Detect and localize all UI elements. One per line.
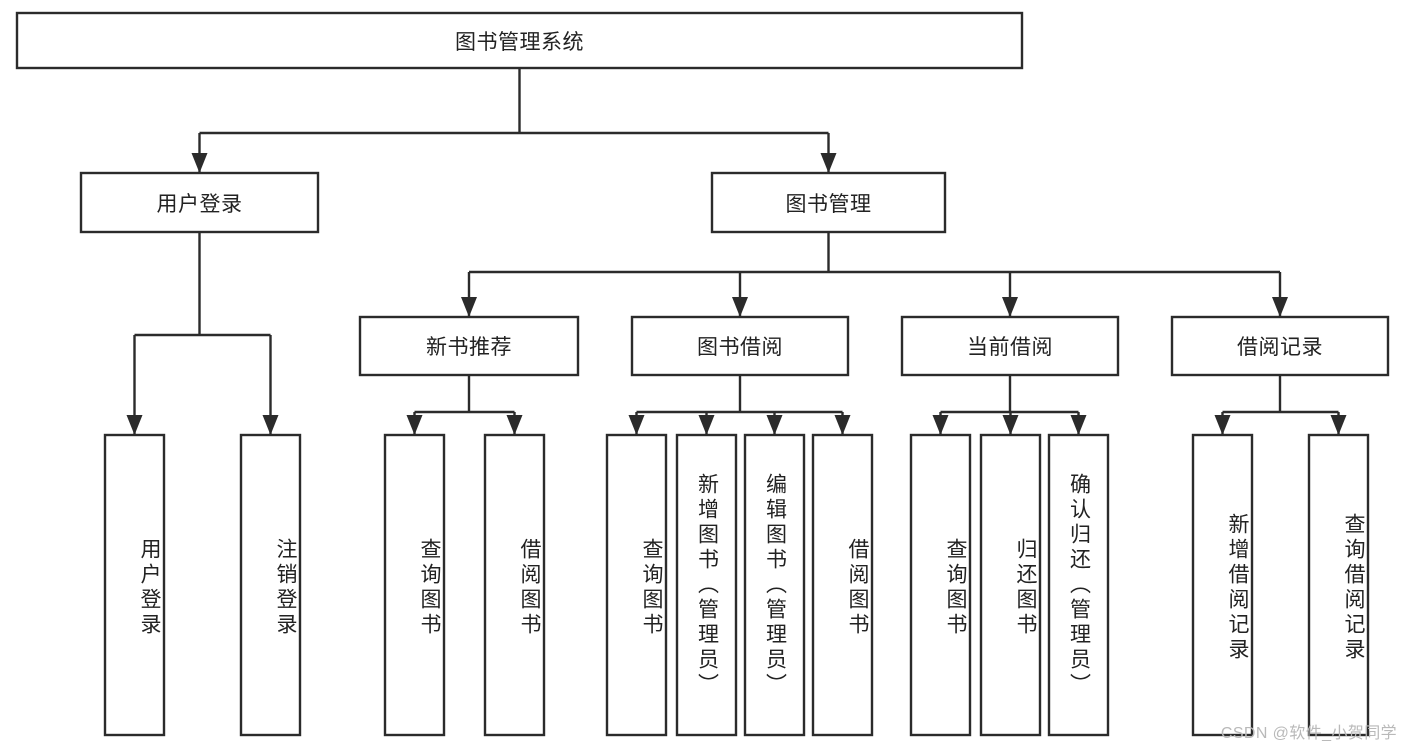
arrow-leaf-add-book bbox=[698, 415, 715, 435]
node-box-leaf-borrow-book[interactable] bbox=[811, 433, 874, 737]
arrow-leaf-query-book-borrow bbox=[628, 415, 645, 435]
arrow-leaf-add-record bbox=[1214, 415, 1231, 435]
arrow-leaf-edit-book bbox=[766, 415, 783, 435]
node-box-leaf-query-book-rec[interactable] bbox=[383, 433, 446, 737]
arrow-book-borrow bbox=[732, 297, 748, 317]
arrow-leaf-borrow-book bbox=[834, 415, 851, 435]
node-box-borrow-record[interactable] bbox=[1170, 315, 1390, 377]
node-box-leaf-return-book[interactable] bbox=[979, 433, 1042, 737]
node-box-leaf-add-record[interactable] bbox=[1191, 433, 1254, 737]
node-box-layer bbox=[15, 11, 1390, 737]
node-box-leaf-add-book[interactable] bbox=[675, 433, 738, 737]
arrow-leaf-return-book bbox=[1002, 415, 1019, 435]
node-box-book-borrow[interactable] bbox=[630, 315, 850, 377]
arrow-leaf-borrow-book-rec bbox=[506, 415, 523, 435]
arrow-book-management bbox=[820, 153, 837, 173]
node-box-leaf-logout[interactable] bbox=[239, 433, 302, 737]
arrow-leaf-confirm-return bbox=[1070, 415, 1087, 435]
arrow-borrow-record bbox=[1272, 297, 1288, 317]
node-box-user-login[interactable] bbox=[79, 171, 320, 234]
node-box-leaf-query-book-current[interactable] bbox=[909, 433, 972, 737]
arrow-leaf-user-login bbox=[126, 415, 143, 435]
watermark-text: CSDN @软件_小贺同学 bbox=[1220, 725, 1397, 742]
node-box-current-borrow[interactable] bbox=[900, 315, 1120, 377]
arrow-user-login bbox=[191, 153, 208, 173]
node-box-new-book-recommend[interactable] bbox=[358, 315, 580, 377]
arrow-current-borrow bbox=[1002, 297, 1018, 317]
connector-layer bbox=[126, 68, 1347, 435]
node-box-leaf-edit-book[interactable] bbox=[743, 433, 806, 737]
arrow-new-book-recommend bbox=[461, 297, 477, 317]
arrow-leaf-logout bbox=[262, 415, 279, 435]
node-box-root[interactable] bbox=[15, 11, 1024, 70]
node-box-book-management[interactable] bbox=[710, 171, 947, 234]
arrow-leaf-query-book-current bbox=[932, 415, 949, 435]
node-box-leaf-user-login[interactable] bbox=[103, 433, 166, 737]
node-box-leaf-query-book-borrow[interactable] bbox=[605, 433, 668, 737]
node-box-leaf-query-record[interactable] bbox=[1307, 433, 1370, 737]
arrow-leaf-query-record bbox=[1330, 415, 1347, 435]
node-box-leaf-confirm-return[interactable] bbox=[1047, 433, 1110, 737]
node-box-leaf-borrow-book-rec[interactable] bbox=[483, 433, 546, 737]
arrow-leaf-query-book-rec bbox=[406, 415, 423, 435]
